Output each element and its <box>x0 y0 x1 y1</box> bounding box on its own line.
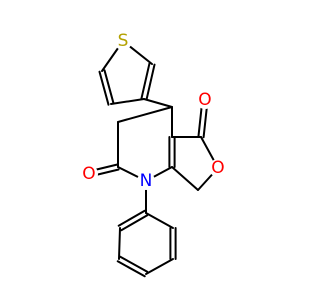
atom-s-background <box>114 32 132 50</box>
bond-c7-c7a <box>171 166 199 191</box>
bond-ph3-ph4-b <box>119 255 149 273</box>
bonds-layer <box>87 40 219 278</box>
atom-label-n: N <box>140 171 153 191</box>
atom-label-o-carbonyl-left: O <box>82 164 95 184</box>
atom-o-carbonyl-left-background <box>80 165 98 183</box>
bond-ph1-ph2-b <box>120 214 149 232</box>
bond-ph6-ph1 <box>145 212 174 229</box>
atom-label-s: S <box>118 31 129 51</box>
bond-ph4-ph5 <box>145 258 174 275</box>
atom-label-o-carbonyl-top: O <box>198 90 211 110</box>
atom-o-ring-background <box>209 159 227 177</box>
bond-ct2-c4 <box>143 98 173 108</box>
atoms-layer: S O O O N <box>80 31 227 191</box>
bond-ph2-ph3 <box>118 227 121 260</box>
bond-ph1-ph2-a <box>117 209 146 227</box>
molecule-structure-diagram: S O O O N <box>80 31 227 278</box>
bond-ct3-ct4-b <box>98 70 110 106</box>
atom-n-background <box>137 172 155 190</box>
bond-ct1-ct2-b <box>145 63 156 101</box>
bond-ph3-ph4-a <box>116 260 146 278</box>
bond-c4-c3 <box>117 106 173 123</box>
bond-ct2-ct3 <box>110 98 145 105</box>
bond-ct1-ct2-a <box>140 62 151 100</box>
atom-label-o-ring: O <box>211 158 224 178</box>
atom-o-carbonyl-top-background <box>196 91 214 109</box>
bond-ct3-ct4-a <box>103 69 115 105</box>
